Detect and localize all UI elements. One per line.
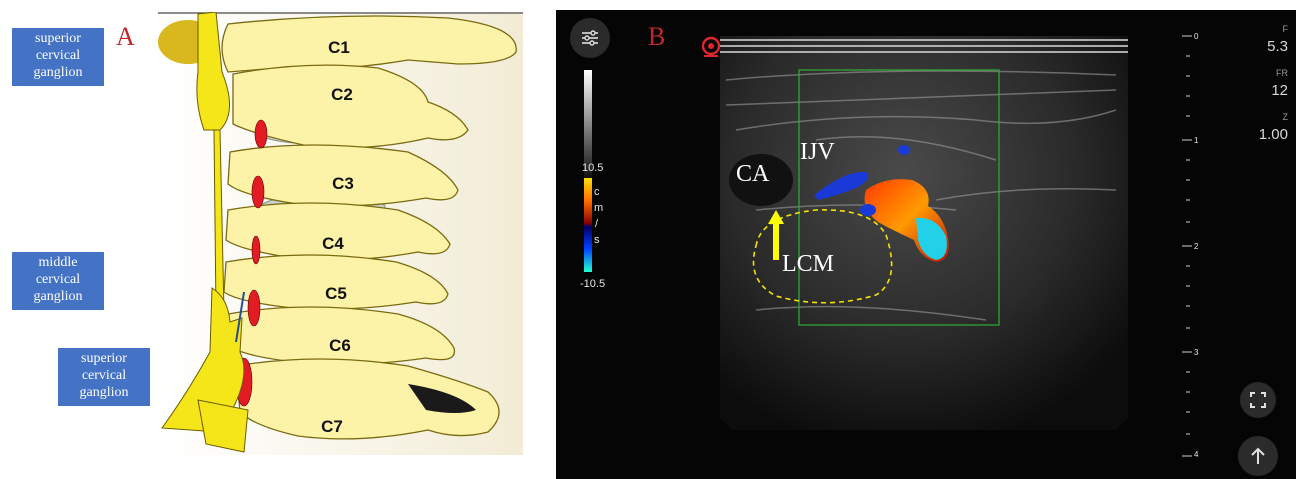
label-line: middle [12,254,104,271]
label-ijv: IJV [800,140,835,164]
probe-marker-icon [700,36,722,58]
label-line: ganglion [12,288,104,305]
panel-a-letter: A [116,24,135,50]
fullscreen-button[interactable] [1240,382,1276,418]
depth-mark-4: 4 [1194,450,1198,459]
depth-mark-1: 1 [1194,136,1198,145]
ultrasound-image [556,10,1296,479]
depth-mark-3: 3 [1194,348,1198,357]
depth-mark-2: 2 [1194,242,1198,251]
label-line: superior [58,350,150,367]
label-lcm: LCM [782,252,834,276]
label-line: ganglion [58,384,150,401]
label-line: cervical [58,367,150,384]
settings-button[interactable] [570,18,610,58]
inferior-cervical-ganglion-label: superior cervical ganglion [58,348,150,406]
label-line: cervical [12,271,104,288]
velocity-min-label: -10.5 [580,278,605,290]
panel-a-anatomy: A superior cervical ganglion middle cerv… [0,0,545,479]
param-fr-value: 12 [1271,82,1288,99]
velocity-max-label: 10.5 [582,162,603,174]
vertebra-c5-label: C5 [325,284,347,304]
scroll-up-button[interactable] [1238,436,1278,476]
label-line: ganglion [12,64,104,81]
velocity-unit-s: s [594,234,600,246]
param-f-value: 5.3 [1267,38,1288,55]
depth-mark-0: 0 [1194,32,1198,41]
vertebra-c1-label: C1 [328,38,350,58]
label-line: cervical [12,47,104,64]
panel-b-letter: B [648,24,665,50]
param-f-key: F [1283,24,1289,34]
superior-cervical-ganglion-label: superior cervical ganglion [12,28,104,86]
middle-cervical-ganglion-label: middle cervical ganglion [12,252,104,310]
param-z-key: Z [1283,112,1289,122]
param-fr-key: FR [1276,68,1288,78]
label-line: superior [12,30,104,47]
sliders-icon [580,29,600,47]
panel-b-ultrasound: B 10.5 c m / s -10.5 CA IJV LCM 0 1 2 3 … [556,10,1296,479]
vertebra-c6-label: C6 [329,336,351,356]
fullscreen-icon [1250,392,1266,408]
arrow-up-icon [1250,447,1266,465]
velocity-unit-c: c [594,186,600,198]
velocity-unit-m: m [594,202,603,214]
label-ca: CA [736,162,769,186]
velocity-unit-slash: / [595,218,598,230]
vertebra-c4-label: C4 [322,234,344,254]
vertebra-c7-label: C7 [321,417,343,437]
param-z-value: 1.00 [1259,126,1288,143]
vertebra-c2-label: C2 [331,85,353,105]
vertebra-c1-shape [222,16,516,72]
vertebra-c3-label: C3 [332,174,354,194]
